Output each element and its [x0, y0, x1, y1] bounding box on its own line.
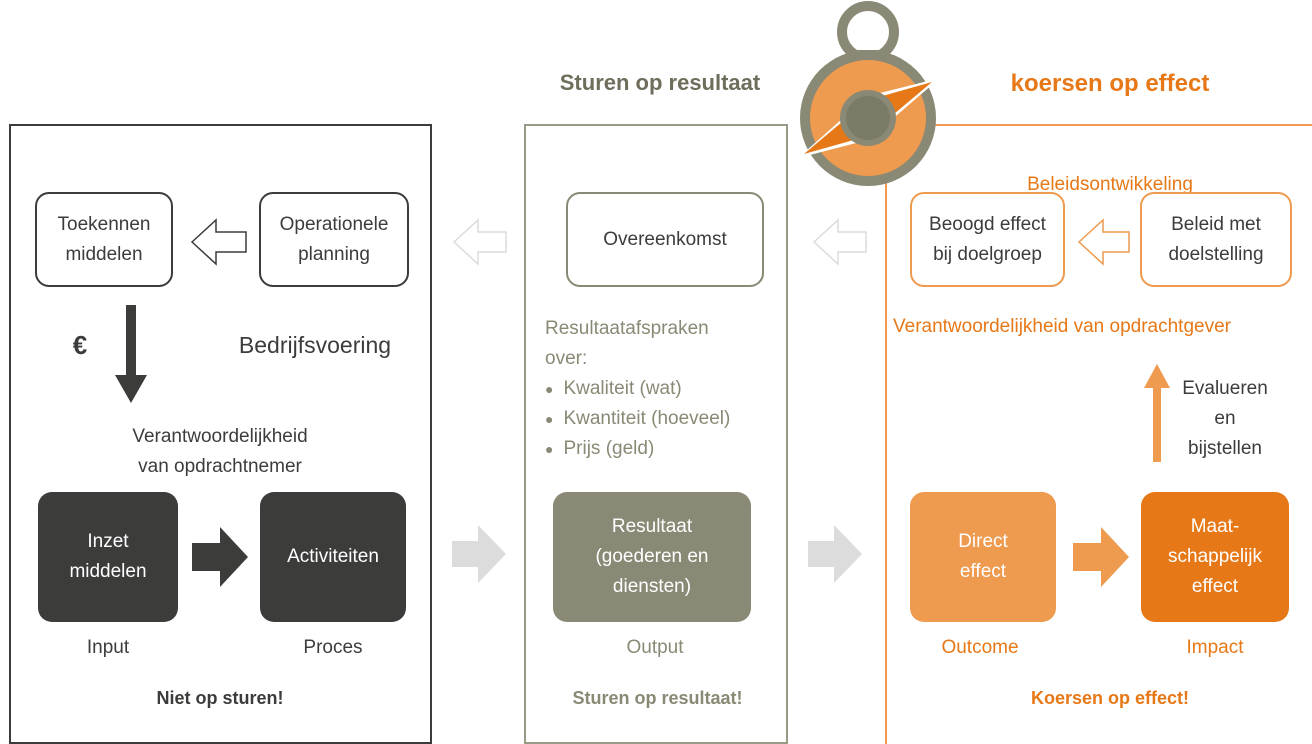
header-right: koersen op effect — [1010, 70, 1210, 97]
arrow-right-orange — [1073, 527, 1129, 587]
beoogd-line-2: bij doelgroep — [933, 243, 1042, 265]
maatschappelijk-effect-box: Maat- schappelijk effect — [1141, 492, 1289, 622]
proces-label: Proces — [303, 637, 363, 658]
activiteiten-box: Activiteiten — [260, 492, 406, 622]
evalueren-line-3: bijstellen — [1188, 438, 1262, 459]
resultaat-line-2: (goederen en — [595, 546, 709, 567]
arrow-left-outline-orange — [1077, 218, 1130, 266]
verantwoordelijkheid-opdrachtnemer: Verantwoordelijkheid van opdrachtnemer — [80, 422, 360, 482]
maatschappelijk-line-2: schappelijk — [1168, 546, 1262, 567]
beleidsontwikkeling-label: Beleidsontwikkeling — [1027, 174, 1193, 195]
operationele-line-2: planning — [298, 243, 370, 265]
verantwoordelijkheid-line-2: van opdrachtnemer — [138, 456, 302, 477]
direct-line-1: Direct — [958, 531, 1008, 552]
maatschappelijk-line-1: Maat- — [1190, 516, 1240, 537]
bullet-prijs: ● Prijs (geld) — [545, 434, 795, 464]
inzet-line-2: middelen — [69, 561, 147, 582]
verantwoordelijkheid-line-1: Verantwoordelijkheid — [132, 426, 308, 447]
overeenkomst-label: Overeenkomst — [603, 228, 727, 250]
beoogd-line-1: Beoogd effect — [929, 213, 1046, 235]
activiteiten-label: Activiteiten — [287, 546, 379, 567]
resultaatafspraken-block: Resultaatafspraken over: ● Kwaliteit (wat… — [545, 314, 795, 464]
bullet-kwaliteit: ● Kwaliteit (wat) — [545, 374, 795, 404]
afspraken-line-2: over: — [545, 348, 588, 369]
operationele-planning-box: Operationele planning — [259, 192, 409, 287]
arrow-left-outline-grey-1 — [452, 218, 507, 266]
bullet-kwantiteit-text: Kwantiteit (hoeveel) — [563, 408, 731, 429]
toekennen-middelen-box: Toekennen middelen — [35, 192, 173, 287]
left-footer: Niet op sturen! — [156, 688, 284, 708]
arrow-right-grey-2 — [808, 525, 862, 583]
direct-effect-box: Direct effect — [910, 492, 1056, 622]
arrow-left-outline-grey-2 — [812, 218, 867, 266]
right-panel — [885, 124, 1312, 744]
input-label: Input — [86, 637, 130, 658]
bullet-dot: ● — [545, 381, 554, 397]
bullet-prijs-text: Prijs (geld) — [563, 438, 655, 459]
beleid-doelstelling-box: Beleid met doelstelling — [1140, 192, 1292, 287]
arrow-up-orange — [1144, 364, 1170, 462]
bedrijfsvoering-label: Bedrijfsvoering — [238, 332, 392, 358]
bullet-dot: ● — [545, 441, 554, 457]
beleid-line-1: Beleid met — [1171, 213, 1261, 235]
overeenkomst-box: Overeenkomst — [566, 192, 764, 287]
direct-line-2: effect — [959, 561, 1007, 582]
evalueren-line-2: en — [1214, 408, 1236, 429]
toekennen-line-1: Toekennen — [57, 213, 151, 235]
resultaat-line-1: Resultaat — [611, 516, 693, 537]
outcome-label: Outcome — [941, 637, 1019, 658]
beleid-line-2: doelstelling — [1168, 243, 1264, 265]
operationele-line-1: Operationele — [279, 213, 389, 235]
maatschappelijk-line-3: effect — [1191, 576, 1239, 597]
impact-label: Impact — [1186, 637, 1244, 658]
arrow-down-solid — [115, 305, 147, 403]
bullet-kwaliteit-text: Kwaliteit (wat) — [563, 378, 682, 399]
bullet-kwantiteit: ● Kwantiteit (hoeveel) — [545, 404, 795, 434]
arrow-left-outline-1 — [190, 218, 247, 266]
afspraken-line-1: Resultaatafspraken — [545, 318, 709, 339]
arrow-right-solid-1 — [192, 527, 248, 587]
header-middle: Sturen op resultaat — [559, 70, 761, 95]
evalueren-line-1: Evalueren — [1182, 378, 1268, 399]
output-label: Output — [626, 637, 684, 658]
arrow-right-grey-1 — [452, 525, 506, 583]
middle-footer: Sturen op resultaat! — [572, 688, 743, 708]
right-footer: Koersen op effect! — [1030, 688, 1190, 708]
euro-sign: € — [72, 330, 88, 360]
resultaat-line-3: diensten) — [612, 576, 692, 597]
toekennen-line-2: middelen — [65, 243, 143, 265]
beoogd-effect-box: Beoogd effect bij doelgroep — [910, 192, 1065, 287]
inzet-middelen-box: Inzet middelen — [38, 492, 178, 622]
verantwoordelijkheid-opdrachtgever: Verantwoordelijkheid van opdrachtgever — [893, 316, 1231, 337]
inzet-line-1: Inzet — [87, 531, 129, 552]
resultaat-box: Resultaat (goederen en diensten) — [553, 492, 751, 622]
bullet-dot: ● — [545, 411, 554, 427]
compass-icon — [798, 1, 940, 186]
evalueren-block: Evalueren en bijstellen — [1170, 374, 1280, 464]
